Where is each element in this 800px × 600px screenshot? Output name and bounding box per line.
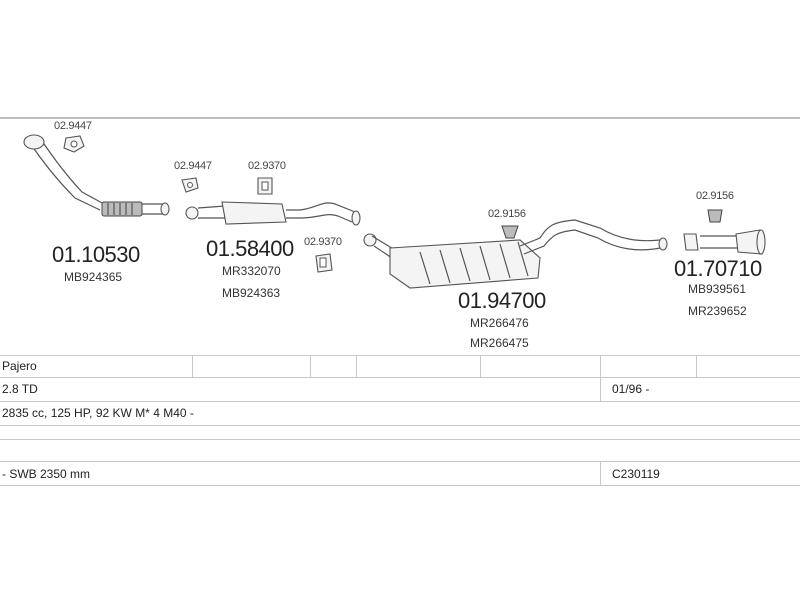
gasket-2-drawing [181, 177, 199, 193]
oem-number: MB924363 [222, 286, 281, 300]
oem-number: MB924365 [64, 270, 123, 284]
part-number: 01.70710 [674, 256, 762, 281]
rubber-hanger-1-drawing [501, 225, 519, 239]
engine-cell: 2.8 TD [2, 382, 38, 396]
table-row [0, 439, 800, 462]
model-cell: Pajero [2, 359, 37, 373]
date-cell: 01/96 - [612, 382, 650, 396]
wheelbase-cell: - SWB 2350 mm [2, 467, 91, 481]
part-number: 01.10530 [52, 242, 140, 267]
accessory-label: 02.9156 [696, 190, 734, 202]
exhaust-diagram: 02.9447 02.9447 02.9370 02.9370 02.9156 … [0, 118, 800, 358]
gasket-3-drawing [257, 177, 273, 195]
part-number: 01.94700 [458, 288, 546, 313]
gasket-4-drawing [315, 253, 333, 273]
oem-number: MB939561 [688, 282, 747, 296]
rear-silencer-drawing [363, 219, 668, 289]
accessory-label: 02.9370 [304, 236, 342, 248]
gasket-1-drawing [63, 135, 85, 153]
oem-number: MR239652 [688, 304, 747, 318]
accessory-label: 02.9447 [54, 120, 92, 132]
oem-number: MR332070 [222, 264, 281, 278]
oem-number: MR266476 [470, 316, 529, 330]
middle-pipe-drawing [185, 201, 361, 226]
table-bottom-border [0, 485, 800, 486]
part-number: 01.58400 [206, 236, 294, 261]
table-row: - SWB 2350 mm C230119 [0, 461, 800, 486]
accessory-label: 02.9447 [174, 160, 212, 172]
spec-cell: 2835 cc, 125 HP, 92 KW M* 4 M40 - [2, 406, 194, 420]
table-row: 2.8 TD 01/96 - [0, 377, 800, 402]
table-row: 2835 cc, 125 HP, 92 KW M* 4 M40 - [0, 401, 800, 426]
accessory-label: 02.9156 [488, 208, 526, 220]
diagram-top-border [0, 117, 800, 119]
table-row: Pajero [0, 355, 800, 378]
accessory-label: 02.9370 [248, 160, 286, 172]
table-row [0, 425, 800, 440]
front-pipe-drawing [23, 134, 170, 217]
rubber-hanger-2-drawing [707, 209, 723, 223]
code-cell: C230119 [612, 467, 660, 481]
tail-pipe-drawing [683, 229, 766, 255]
exhaust-drawing [23, 134, 766, 289]
oem-number: MR266475 [470, 336, 529, 350]
